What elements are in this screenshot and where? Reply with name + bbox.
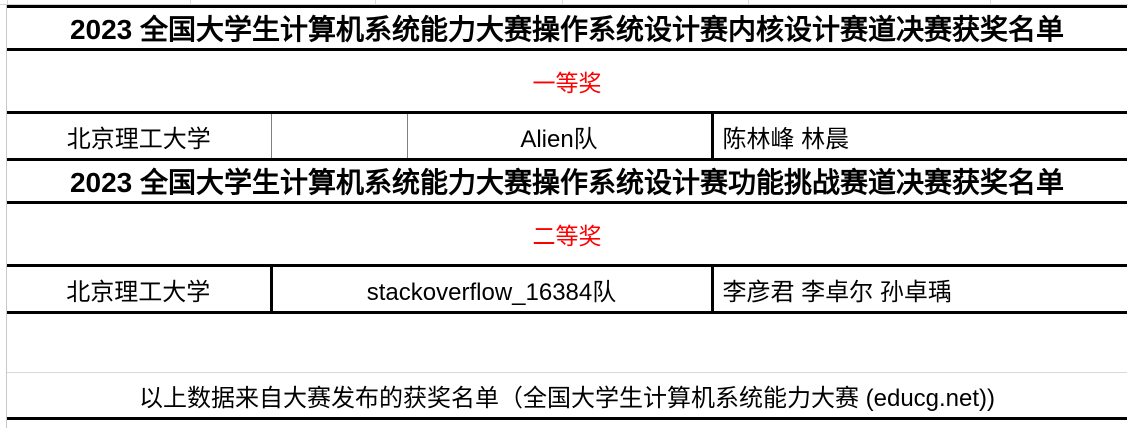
cell-team: stackoverflow_16384队: [271, 264, 714, 314]
cell-blank: [271, 111, 408, 161]
cell-members: 陈林峰 林晨: [712, 111, 1128, 161]
cell-team: Alien队: [407, 111, 714, 161]
table-row: 北京理工大学 stackoverflow_16384队 李彦君 李卓尔 孙卓瑀: [7, 264, 1128, 314]
section-2-award-label: 二等奖: [7, 202, 1128, 267]
section-1-title: 2023 全国大学生计算机系统能力大赛操作系统设计赛内核设计赛道决赛获奖名单: [7, 5, 1128, 51]
table-row: 北京理工大学 Alien队 陈林峰 林晨: [7, 111, 1128, 161]
spacer-cell: [7, 312, 1128, 373]
section-1-award-label: 一等奖: [7, 49, 1128, 114]
sheet-grid-top: [0, 0, 1128, 5]
cell-members: 李彦君 李卓尔 孙卓瑀: [712, 264, 1128, 314]
section-2-title: 2023 全国大学生计算机系统能力大赛操作系统设计赛功能挑战赛道决赛获奖名单: [7, 158, 1128, 204]
award-label-row: 二等奖: [7, 202, 1128, 267]
section-title-row: 2023 全国大学生计算机系统能力大赛操作系统设计赛内核设计赛道决赛获奖名单: [7, 5, 1128, 51]
cell-university: 北京理工大学: [7, 264, 273, 314]
award-label-row: 一等奖: [7, 49, 1128, 114]
awards-table: 2023 全国大学生计算机系统能力大赛操作系统设计赛内核设计赛道决赛获奖名单 一…: [7, 5, 1128, 420]
cell-university: 北京理工大学: [7, 111, 272, 161]
footer-note-row: 以上数据来自大赛发布的获奖名单（全国大学生计算机系统能力大赛 (educg.ne…: [7, 372, 1128, 420]
section-title-row: 2023 全国大学生计算机系统能力大赛操作系统设计赛功能挑战赛道决赛获奖名单: [7, 158, 1128, 204]
sheet-gutter-column: [0, 5, 7, 428]
spacer-row: [7, 312, 1128, 373]
footer-note: 以上数据来自大赛发布的获奖名单（全国大学生计算机系统能力大赛 (educg.ne…: [7, 372, 1128, 420]
